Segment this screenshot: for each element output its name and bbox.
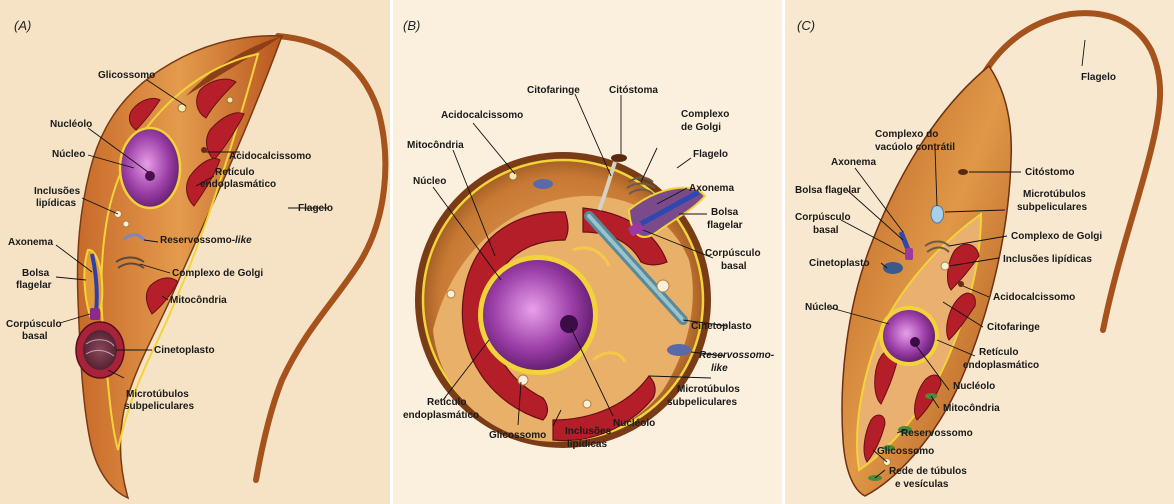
panel-c-epimastigote: (C) [785,0,1174,504]
panel-c-label-vacuolo-2: vacúolo contrátil [875,142,955,153]
panel-a-illustration: (A) Glico [0,0,390,504]
panel-a-label-bolsa-1: Bolsa [22,268,50,279]
panel-b-lipid-inclusion [447,290,455,298]
panel-b-label-flagelo: Flagelo [693,149,728,160]
panel-c-kinetoplast [883,262,903,274]
panel-a-label-corpusculo-2: basal [22,331,48,342]
panel-b-label-bolsa-1: Bolsa [711,207,739,218]
panel-b-label-glicossomo: Glicossomo [489,430,546,441]
panel-c-lipid-inclusion [941,262,949,270]
panel-c-label-nucleolo: Nucléolo [953,381,995,392]
panel-b-lipid-inclusion [657,280,669,292]
panel-c-label: (C) [797,18,815,33]
panel-b-label-nucleolo: Nucléolo [613,418,655,429]
panel-b-label-mitocondria: Mitocôndria [407,140,464,151]
panel-c-label-nucleo: Núcleo [805,302,838,313]
panel-c-label-golgi: Complexo de Golgi [1011,231,1102,242]
panel-a-label-axonema: Axonema [8,237,53,248]
panel-b-label-inclusoes-2: lipídicas [567,439,607,450]
panel-a-label-mitocondria: Mitocôndria [170,295,227,306]
panel-c-label-rede-2: e vesículas [895,479,949,490]
panel-c-label-reticulo-2: endoplasmático [963,360,1039,371]
panel-b-label-microtubulos-2: subpeliculares [667,397,737,408]
panel-c-label-reticulo-1: Retículo [979,347,1018,358]
panel-a-label-inclusoes-2: lipídicas [36,198,76,209]
panel-a-label-nucleolo: Nucléolo [50,119,92,130]
panel-b-lipid-inclusion [583,400,591,408]
panel-a-label-flagelo: Flagelo [298,203,333,214]
panel-b-label-axonema: Axonema [689,183,734,194]
panel-a-label-glicossomo: Glicossomo [98,70,155,81]
panel-b-label-bolsa-2: flagelar [707,220,743,231]
panel-b-nucleolus [560,315,578,333]
panel-c-label-inclusoes: Inclusões lipídicas [1003,254,1092,265]
panel-b-label-corpusculo-1: Corpúsculo [705,248,761,259]
panel-b-label-reticulo-2: endoplasmático [403,410,479,421]
panel-c-label-mitocondria: Mitocôndria [943,403,1000,414]
panel-a-label-reticulo-1: Retículo [215,167,254,178]
panel-c-label-bolsa: Bolsa flagelar [795,185,861,196]
panel-c-nucleus [883,310,935,362]
panel-a-label-reservossomo: Reservossomo-like [160,235,252,246]
panel-c-nucleolus [910,337,920,347]
panel-b-label-acidocalcissomo: Acidocalcissomo [441,110,523,121]
panel-c-label-cinetoplasto: Cinetoplasto [809,258,870,269]
panel-c-label-citofaringe: Citofaringe [987,322,1040,333]
panel-b-label-golgi-1: Complexo [681,109,729,120]
panel-a-label-inclusoes-1: Inclusões [34,186,81,197]
panel-b-label-nucleo: Núcleo [413,176,446,187]
panel-b-acidocalcisome [509,172,517,180]
panel-b-label-cinetoplasto: Cinetoplasto [691,321,752,332]
panel-b-label-reservossomo-2: like [711,363,728,374]
panel-b-label-inclusoes-1: Inclusões [565,426,612,437]
panel-a-label-reticulo-2: endoplasmático [200,179,276,190]
panel-c-contractile-vacuole [931,206,944,223]
panel-c-label-glicossomo: Glicossomo [877,446,934,457]
panel-b-amastigote: (B) [393,0,782,504]
panel-a-lipid-inclusion [123,221,129,227]
panel-b-label-citostoma: Citóstoma [609,85,658,96]
panel-a-label-golgi: Complexo de Golgi [172,268,263,279]
panel-c-label-corpusculo-1: Corpúsculo [795,212,851,223]
panel-b-glycosome [518,375,528,385]
panel-b-label-corpusculo-2: basal [721,261,747,272]
panel-c-label-axonema: Axonema [831,157,876,168]
panel-c-label-corpusculo-2: basal [813,225,839,236]
panel-c-basal-body [905,248,913,260]
panel-a-label-cinetoplasto: Cinetoplasto [154,345,215,356]
panel-b-label-microtubulos-1: Microtúbulos [677,384,740,395]
panel-c-label-acidocalcissomo: Acidocalcissomo [993,292,1075,303]
panel-c-label-vacuolo-1: Complexo do [875,129,938,140]
panel-a-glycosome [227,97,233,103]
panel-a-label-microtubulos-2: subpeliculares [124,401,194,412]
panel-c-label-microtubulos-1: Microtúbulos [1023,189,1086,200]
panel-b-label-golgi-2: de Golgi [681,122,721,133]
panel-c-label-citostomo: Citóstomo [1025,167,1074,178]
panel-c-label-reservossomo: Reservossomo [901,428,973,439]
panel-c-illustration: (C) [785,0,1174,504]
panel-b-nucleus [483,260,593,370]
panel-c-label-microtubulos-2: subpeliculares [1017,202,1087,213]
panel-a-label-acidocalcissomo: Acidocalcissomo [229,151,311,162]
panel-a-label: (A) [14,18,31,33]
panel-a-label-microtubulos-1: Microtúbulos [126,389,189,400]
panel-b-label-citofaringe: Citofaringe [527,85,580,96]
panel-a-label-nucleo: Núcleo [52,149,85,160]
panel-a-label-corpusculo-1: Corpúsculo [6,319,62,330]
panel-a-trypomastigote: (A) Glico [0,0,390,504]
panel-a-nucleolus [145,171,155,181]
panel-c-cytostome [958,169,968,175]
panel-a-nucleus [120,128,180,208]
panel-a-basal-body [90,308,100,320]
panel-b-label-reticulo-1: Retículo [427,397,466,408]
panel-c-label-rede-1: Rede de túbulos [889,466,967,477]
panel-b-reservosome [667,344,691,356]
panel-b-label: (B) [403,18,420,33]
panel-a-label-bolsa-2: flagelar [16,280,52,291]
panel-b-reservosome [533,179,553,189]
panel-c-label-flagelo: Flagelo [1081,72,1116,83]
panel-b-illustration: (B) [393,0,782,504]
panel-b-cytostome [611,154,627,162]
panel-b-label-reservossomo-1: Reservossomo- [699,350,775,361]
